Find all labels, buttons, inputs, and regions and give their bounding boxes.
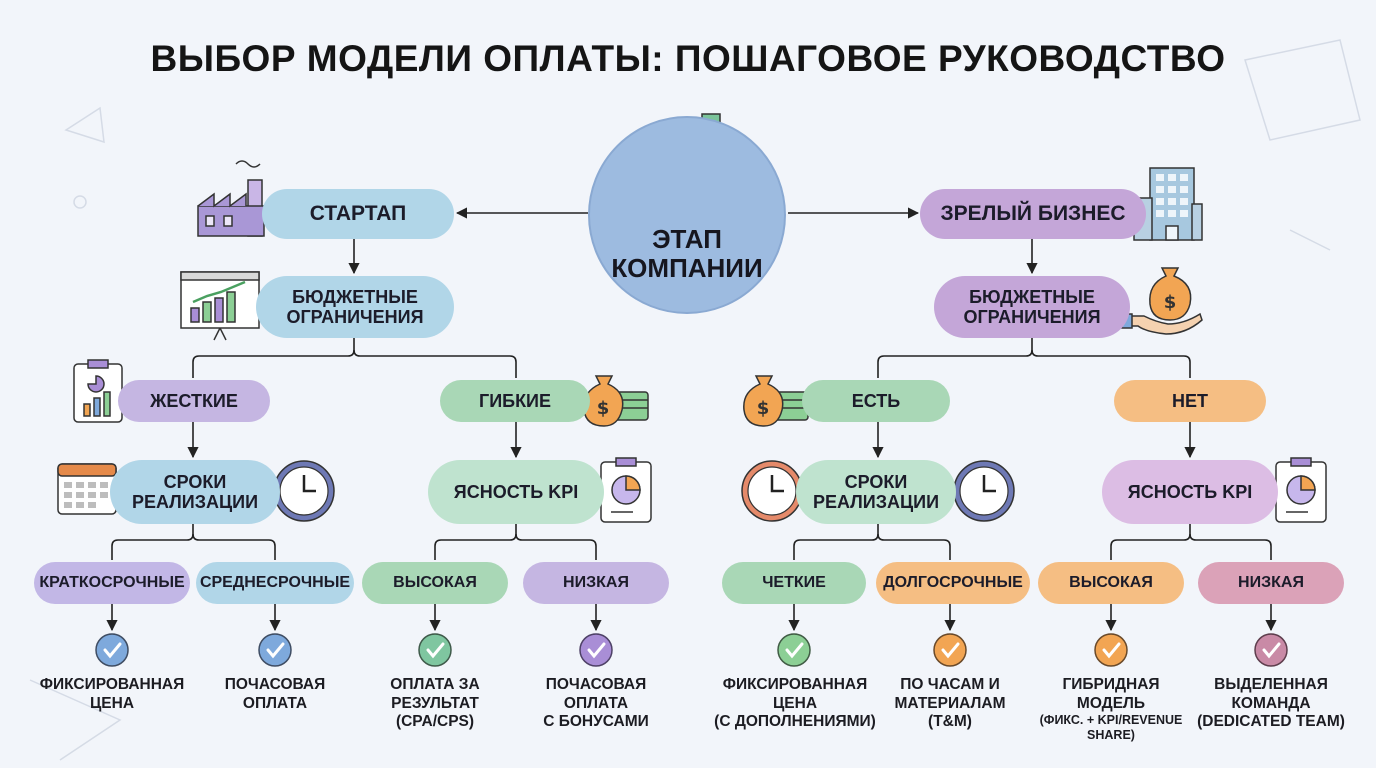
check-icon: [418, 633, 452, 667]
clear-node: ЧЕТКИЕ: [722, 562, 866, 604]
mature-business-node: ЗРЕЛЫЙ БИЗНЕС: [920, 189, 1146, 239]
center-line-1: ЭТАП: [652, 223, 722, 254]
right-low-node: НИЗКАЯ: [1198, 562, 1344, 604]
outcome-line: РЕЗУЛЬТАТ: [391, 694, 479, 712]
background-decoration: [29, 39, 1361, 761]
left-low-node: НИЗКАЯ: [523, 562, 669, 604]
center-line-2: КОМПАНИИ: [611, 253, 763, 283]
check-icon: [258, 633, 292, 667]
left-budget-line-1: БЮДЖЕТНЫЕ: [292, 286, 418, 307]
svg-text:$: $: [1164, 292, 1177, 313]
outcome-line: ОПЛАТА: [242, 694, 308, 712]
right-kpi-node: ЯСНОСТЬ KPI: [1102, 460, 1278, 524]
left-timing-line-1: СРОКИ: [163, 471, 227, 492]
clipboard-chart-icon: [1275, 457, 1327, 523]
outcome-line: ОПЛАТА: [563, 694, 629, 712]
outcome-line: ПОЧАСОВАЯ: [224, 676, 326, 693]
check-icon: [1254, 633, 1288, 667]
outcome-line: (DEDICATED TEAM): [1197, 713, 1345, 731]
long-term-node: ДОЛГОСРОЧНЫЕ: [876, 562, 1030, 604]
flexible-node: ГИБКИЕ: [440, 380, 590, 422]
outcome-line: ОПЛАТА ЗА: [390, 676, 480, 693]
check-icon: [579, 633, 613, 667]
outcome-line: МОДЕЛЬ: [1076, 694, 1146, 712]
yes-node: ЕСТЬ: [802, 380, 950, 422]
right-budget-line-1: БЮДЖЕТНЫЕ: [969, 286, 1095, 307]
outcome-line: (ФИКС. + KPI/REVENUE: [1039, 713, 1183, 728]
outcome-line: КОМАНДА: [1231, 694, 1311, 712]
clock-icon: [741, 460, 803, 522]
outcome-line: (С ДОПОЛНЕНИЯМИ): [714, 713, 876, 731]
svg-text:$: $: [757, 398, 770, 419]
money-bag-icon: $: [743, 375, 809, 427]
outcome-line: С БОНУСАМИ: [543, 713, 649, 731]
outcome-line: ФИКСИРОВАННАЯ: [722, 676, 868, 693]
left-kpi-node: ЯСНОСТЬ KPI: [428, 460, 604, 524]
money-bag-icon: $: [583, 375, 649, 427]
left-high-node: ВЫСОКАЯ: [362, 562, 508, 604]
strict-node: ЖЕСТКИЕ: [118, 380, 270, 422]
factory-icon: [197, 160, 265, 237]
clock-icon: [273, 460, 335, 522]
right-budget-line-2: ОГРАНИЧЕНИЯ: [963, 307, 1101, 327]
outcome-line: ЦЕНА: [772, 694, 818, 712]
outcome-line: ВЫДЕЛЕННАЯ: [1214, 676, 1328, 693]
outcome-line: ФИКСИРОВАННАЯ: [39, 676, 185, 693]
right-timing-line-1: СРОКИ: [844, 471, 908, 492]
right-high-node: ВЫСОКАЯ: [1038, 562, 1184, 604]
outcome-line: ПОЧАСОВАЯ: [545, 676, 647, 693]
clipboard-chart-icon: [73, 359, 123, 423]
chart-board-icon: [180, 271, 260, 341]
outcome-line: ГИБРИДНАЯ: [1062, 676, 1160, 693]
no-node: НЕТ: [1114, 380, 1266, 422]
left-budget-line-2: ОГРАНИЧЕНИЯ: [286, 307, 424, 327]
svg-text:$: $: [597, 398, 610, 419]
check-icons: [95, 633, 1288, 667]
money-bag-hand-icon: $: [1121, 267, 1203, 335]
right-timing-line-2: РЕАЛИЗАЦИИ: [812, 492, 940, 512]
check-icon: [933, 633, 967, 667]
outcome-line: (T&M): [928, 713, 972, 731]
outcome-line: МАТЕРИАЛАМ: [894, 694, 1006, 712]
outcome-line: ПО ЧАСАМ И: [900, 676, 1000, 693]
page-title: ВЫБОР МОДЕЛИ ОПЛАТЫ: ПОШАГОВОЕ РУКОВОДСТ…: [150, 38, 1226, 79]
outcome-line: (CPA/CPS): [395, 713, 475, 731]
check-icon: [777, 633, 811, 667]
clipboard-chart-icon: [600, 457, 652, 523]
short-term-node: КРАТКОСРОЧНЫЕ: [34, 562, 190, 604]
mid-term-node: СРЕДНЕСРОЧНЫЕ: [196, 562, 354, 604]
outcome-line: SHARE): [1087, 728, 1135, 743]
startup-node: СТАРТАП: [262, 189, 454, 239]
left-timing-line-2: РЕАЛИЗАЦИИ: [131, 492, 259, 512]
check-icon: [1094, 633, 1128, 667]
clock-icon: [953, 460, 1015, 522]
calendar-icon: [57, 463, 117, 515]
connector-lines: [106, 207, 1277, 632]
check-icon: [95, 633, 129, 667]
outcome-line: ЦЕНА: [89, 694, 135, 712]
